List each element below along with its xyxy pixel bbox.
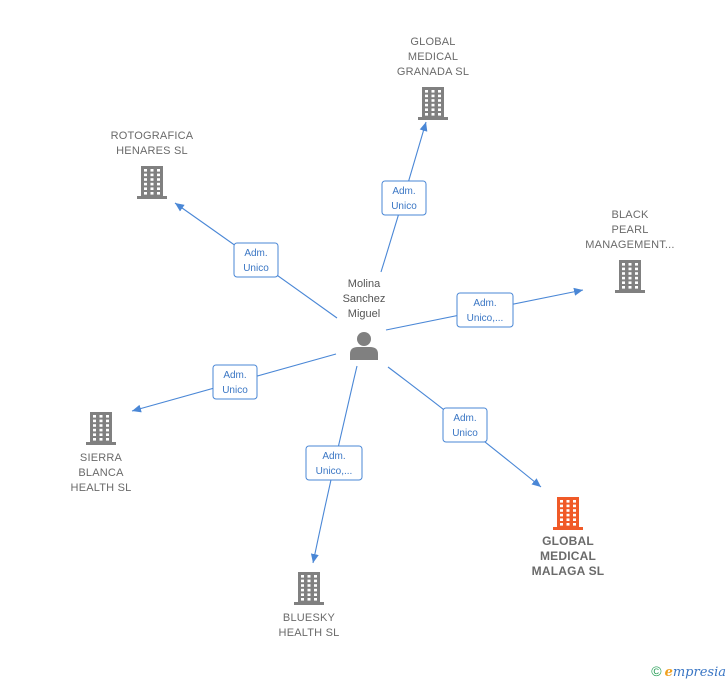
edge-role-label[interactable]: Adm. Unico xyxy=(442,407,488,443)
edge-role-label[interactable]: Adm. Unico xyxy=(233,242,279,278)
edge-role-label[interactable]: Adm. Unico xyxy=(381,180,427,216)
company-name-line: MALAGA SL xyxy=(532,564,605,578)
edge-bluesky: Adm. Unico,... xyxy=(305,365,363,564)
edge-role-text: Adm. xyxy=(392,186,415,197)
edge-role-label[interactable]: Adm. Unico,... xyxy=(456,292,514,328)
edge-role-text: Adm. xyxy=(322,451,345,462)
company-name-line: MEDICAL xyxy=(540,549,596,563)
company-name: BLUESKY HEALTH SL xyxy=(279,612,340,639)
brand-logo-initial: e xyxy=(664,665,673,680)
company-name-line: GLOBAL xyxy=(542,534,594,548)
company-name-line: MANAGEMENT... xyxy=(585,239,674,251)
edge-sierra: Adm. Unico xyxy=(131,353,337,413)
company-name: BLACK PEARL MANAGEMENT... xyxy=(585,209,674,251)
edge-role-label[interactable]: Adm. Unico,... xyxy=(305,445,363,481)
edge-role-text: Adm. xyxy=(223,370,246,381)
edge-role-text: Unico,... xyxy=(467,313,504,324)
building-icon[interactable] xyxy=(418,87,448,120)
edge-role-text: Unico xyxy=(243,263,269,274)
company-node-rotografica[interactable]: ROTOGRAFICA HENARES SL xyxy=(111,130,194,199)
company-node-bluesky[interactable]: BLUESKY HEALTH SL xyxy=(279,572,340,639)
company-name-line: BLANCA xyxy=(78,467,124,479)
company-name: GLOBAL MEDICAL GRANADA SL xyxy=(397,36,469,78)
footer-brand: ©empresia xyxy=(651,663,726,680)
edge-rotografica: Adm. Unico xyxy=(174,202,338,319)
building-icon[interactable] xyxy=(86,412,116,445)
person-name-line: Sanchez xyxy=(343,293,386,305)
company-name-line: HENARES SL xyxy=(116,145,188,157)
company-name: SIERRA BLANCA HEALTH SL xyxy=(71,452,132,494)
edge-role-text: Adm. xyxy=(473,298,496,309)
company-name-line: BLACK xyxy=(611,209,649,221)
edge-role-text: Unico xyxy=(222,385,248,396)
copyright-icon: © xyxy=(651,663,662,679)
edge-role-text: Adm. xyxy=(453,413,476,424)
edge-role-text: Unico xyxy=(391,201,417,212)
edge-blackpearl: Adm. Unico,... xyxy=(385,287,584,331)
company-name-line: GLOBAL xyxy=(410,36,455,48)
company-name-line: GRANADA SL xyxy=(397,66,469,78)
building-icon[interactable] xyxy=(553,497,583,530)
company-name: ROTOGRAFICA HENARES SL xyxy=(111,130,194,157)
building-icon[interactable] xyxy=(615,260,645,293)
person-icon[interactable] xyxy=(350,332,378,360)
company-name-line: HEALTH SL xyxy=(71,482,132,494)
edge-granada: Adm. Unico xyxy=(380,121,428,273)
company-name-line: HEALTH SL xyxy=(279,627,340,639)
company-name-line: SIERRA xyxy=(80,452,123,464)
company-name-line: ROTOGRAFICA xyxy=(111,130,194,142)
company-node-blackpearl[interactable]: BLACK PEARL MANAGEMENT... xyxy=(585,209,674,293)
edge-role-text: Adm. xyxy=(244,248,267,259)
building-icon[interactable] xyxy=(137,166,167,199)
company-name-line: PEARL xyxy=(611,224,648,236)
person-name-line: Molina xyxy=(348,278,381,290)
edge-role-text: Unico xyxy=(452,428,478,439)
edge-malaga: Adm. Unico xyxy=(387,366,542,488)
building-icon[interactable] xyxy=(294,572,324,605)
person-name-line: Miguel xyxy=(348,308,380,320)
edge-role-text: Unico,... xyxy=(316,466,353,477)
edges-layer: Adm.UnicoAdm.UnicoAdm.Unico,...Adm.Unico… xyxy=(131,121,584,564)
company-node-granada[interactable]: GLOBAL MEDICAL GRANADA SL xyxy=(397,36,469,120)
company-node-sierra[interactable]: SIERRA BLANCA HEALTH SL xyxy=(71,412,132,494)
company-name-line: BLUESKY xyxy=(283,612,336,624)
brand-logo-text: mpresia xyxy=(672,665,726,680)
edge-role-label[interactable]: Adm. Unico xyxy=(212,364,258,400)
company-name-line: MEDICAL xyxy=(408,51,458,63)
